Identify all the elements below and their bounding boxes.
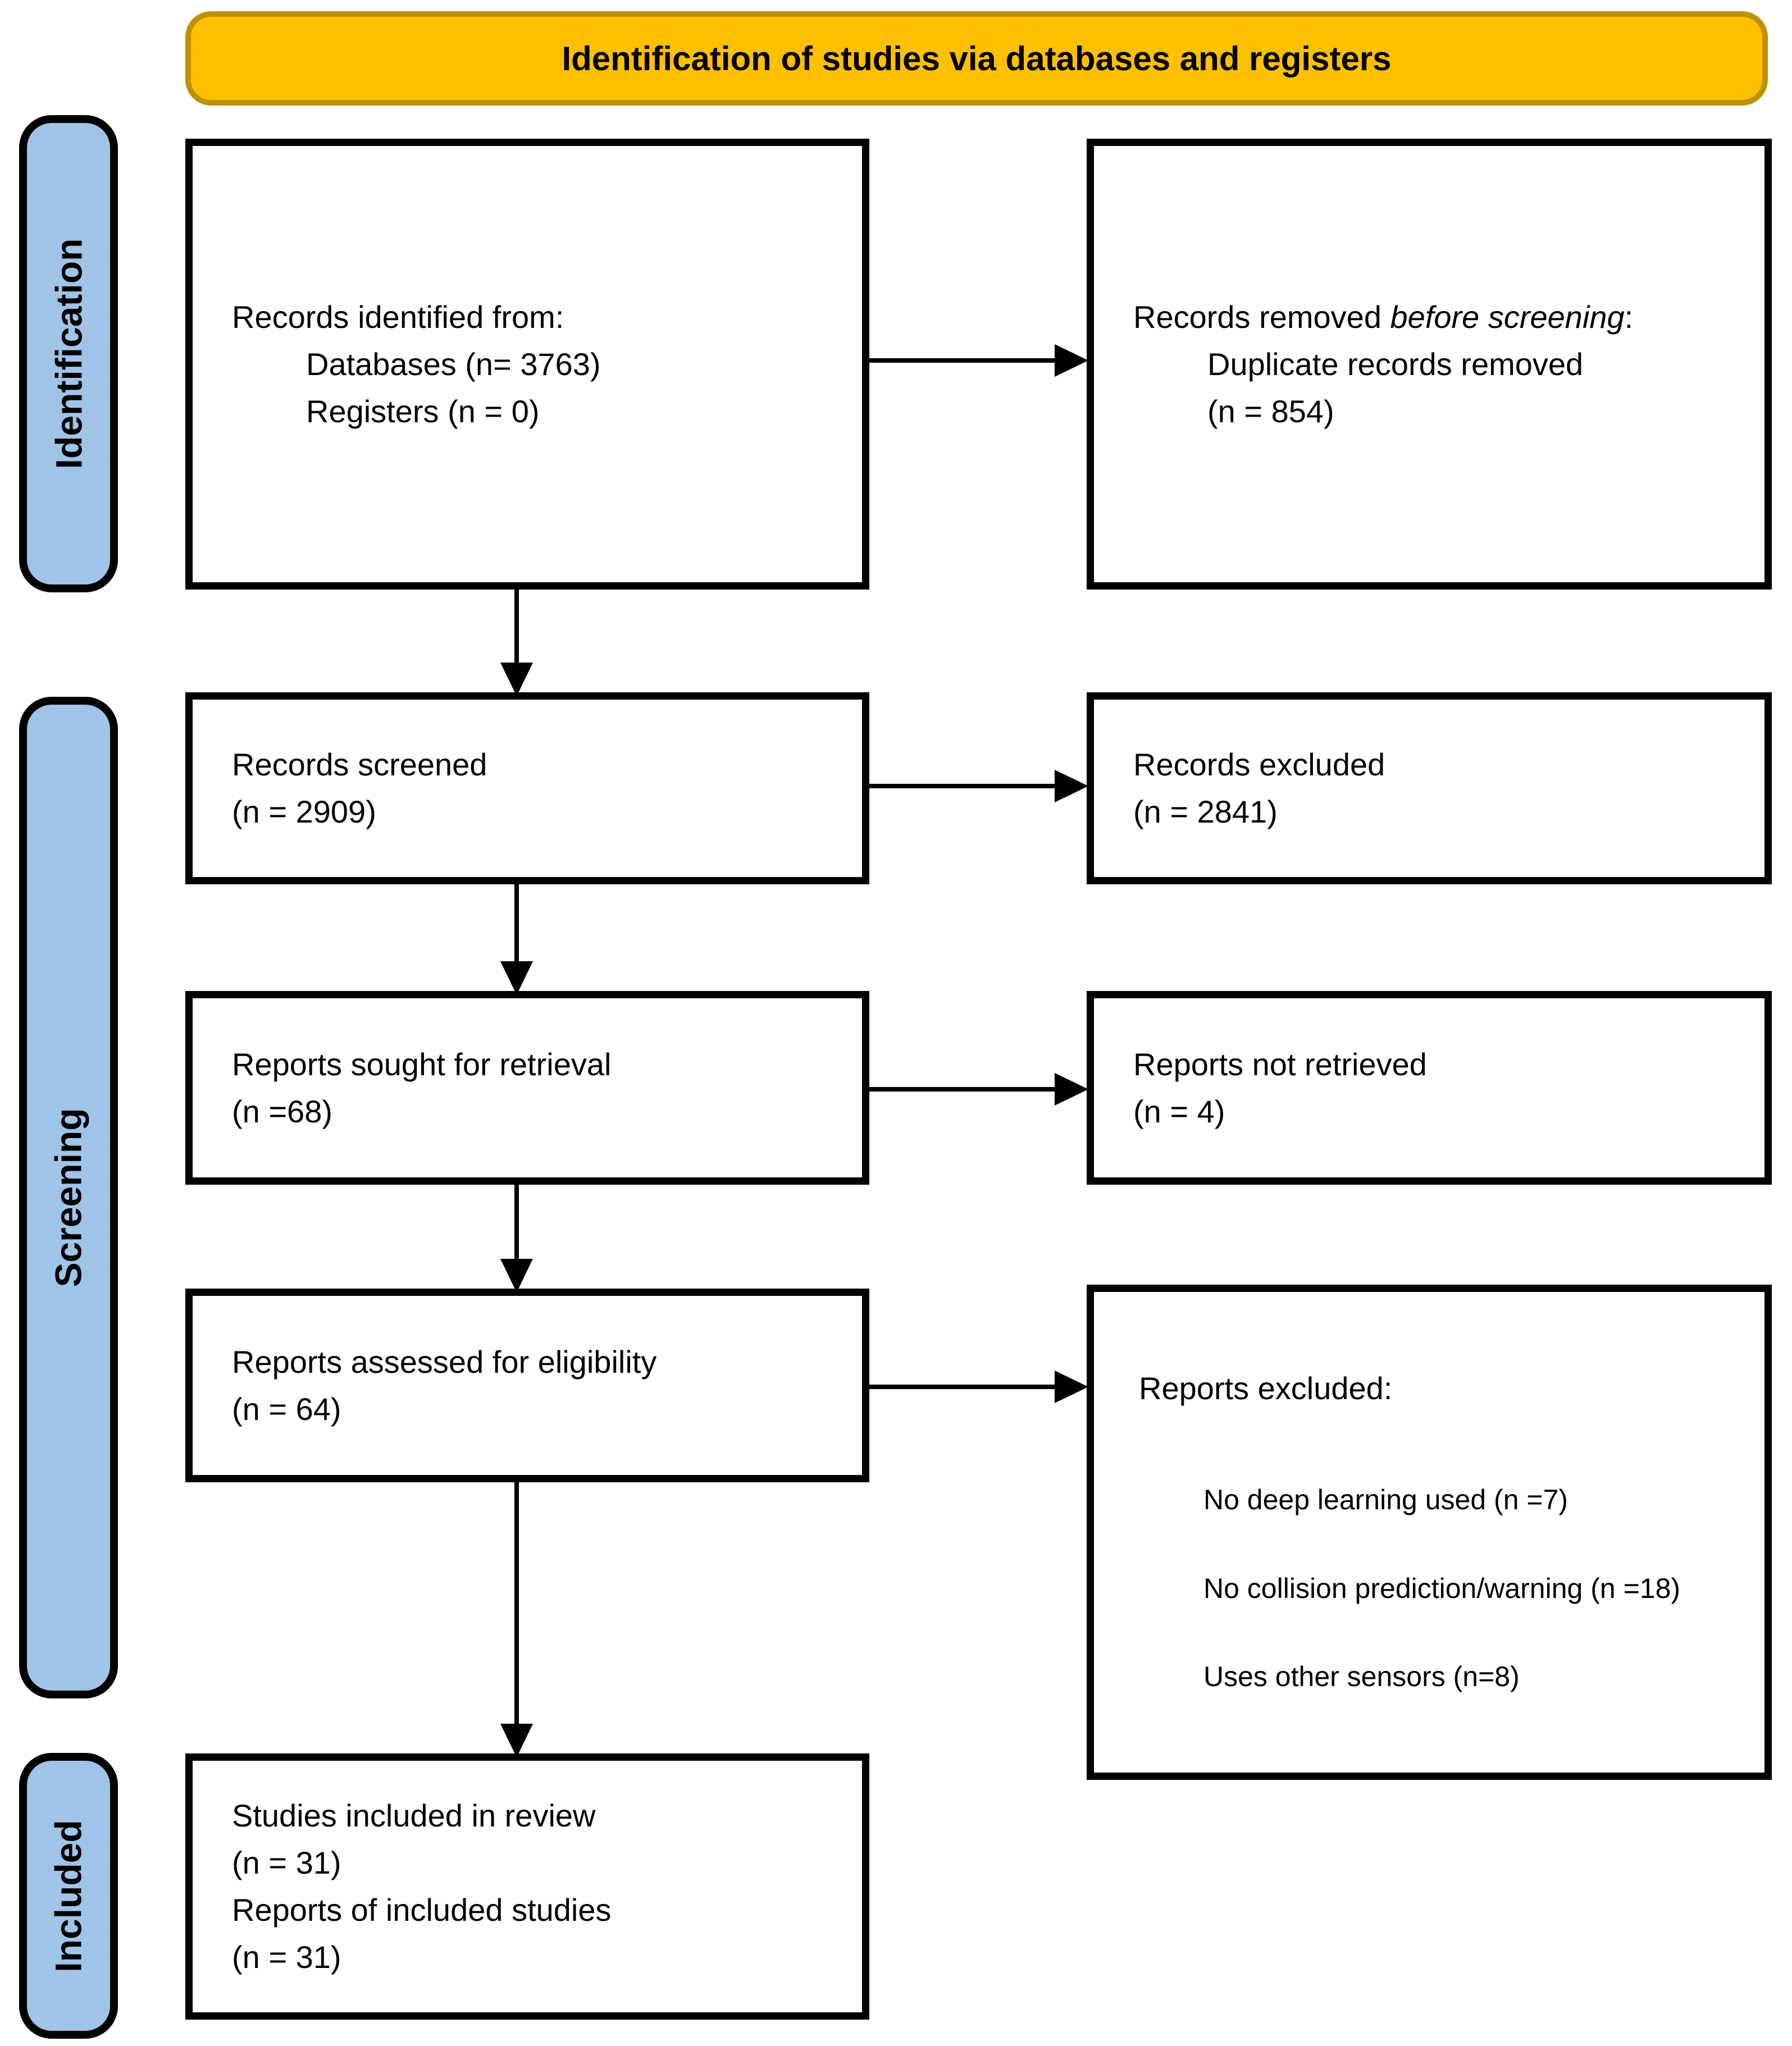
records-identified-registers: Registers (n = 0) [306, 393, 540, 429]
box-records-excluded: Records excluded (n = 2841) [1087, 692, 1772, 884]
box-records-screened: Records screened (n = 2909) [185, 692, 869, 884]
box-reports-excluded-reasons: Reports excluded: No deep learning used … [1087, 1285, 1772, 1780]
records-screened-line1: Records screened [232, 747, 487, 782]
records-removed-title-prefix: Records removed [1133, 299, 1390, 335]
box-records-identified: Records identified from: Databases (n= 3… [185, 139, 869, 590]
records-excluded-line2: (n = 2841) [1133, 794, 1278, 829]
banner-title: Identification of studies via databases … [562, 39, 1392, 77]
duplicate-records-count: (n = 854) [1207, 393, 1334, 429]
arrow-screened-to-excluded [869, 770, 1088, 802]
arrow-assessed-to-reports-excluded [869, 1371, 1088, 1403]
reports-sought-line1: Reports sought for retrieval [232, 1046, 612, 1082]
reason-other-sensors: Uses other sensors (n=8) [1203, 1661, 1520, 1692]
duplicate-records-removed: Duplicate records removed [1207, 346, 1584, 382]
arrow-assessed-to-included [500, 1482, 533, 1757]
records-identified-databases: Databases (n= 3763) [306, 346, 601, 382]
studies-included-line4: (n = 31) [232, 1939, 341, 1975]
arrow-screened-to-sought [500, 884, 533, 995]
stage-screening-label: Screening [48, 1108, 90, 1287]
studies-included-line2: (n = 31) [232, 1845, 341, 1880]
box-studies-included: Studies included in review (n = 31) Repo… [185, 1753, 869, 2020]
arrow-sought-to-not-retrieved [869, 1073, 1088, 1106]
reports-sought-line2: (n =68) [232, 1093, 332, 1129]
banner-identification-of-studies: Identification of studies via databases … [185, 11, 1768, 106]
stage-identification: Identification [19, 115, 118, 592]
records-removed-title-italic: before screening [1390, 299, 1625, 335]
arrow-sought-to-assessed [500, 1185, 533, 1293]
reason-no-collision-prediction: No collision prediction/warning (n =18) [1203, 1572, 1681, 1604]
reports-assessed-line1: Reports assessed for eligibility [232, 1344, 657, 1380]
reports-assessed-line2: (n = 64) [232, 1391, 341, 1427]
box-reports-not-retrieved: Reports not retrieved (n = 4) [1087, 991, 1772, 1185]
stage-included: Included [19, 1753, 118, 2039]
records-identified-title: Records identified from: [232, 299, 564, 335]
box-records-removed: Records removed before screening: Duplic… [1087, 139, 1772, 590]
box-reports-sought: Reports sought for retrieval (n =68) [185, 991, 869, 1185]
records-removed-title: Records removed before screening: [1133, 294, 1639, 341]
reports-not-retrieved-line2: (n = 4) [1133, 1093, 1225, 1129]
box-reports-assessed: Reports assessed for eligibility (n = 64… [185, 1289, 869, 1482]
records-screened-line2: (n = 2909) [232, 794, 376, 829]
arrow-identified-to-removed [869, 344, 1088, 377]
arrow-identified-to-screened [500, 590, 533, 696]
stage-included-label: Included [48, 1819, 90, 1972]
reports-not-retrieved-line1: Reports not retrieved [1133, 1046, 1427, 1082]
reports-excluded-reason-list: No deep learning used (n =7) No collisio… [1139, 1479, 1742, 1697]
stage-identification-label: Identification [48, 238, 90, 469]
stage-screening: Screening [19, 697, 118, 1698]
records-excluded-line1: Records excluded [1133, 747, 1385, 782]
studies-included-line3: Reports of included studies [232, 1892, 612, 1928]
records-removed-title-suffix: : [1624, 299, 1634, 335]
reports-excluded-title: Reports excluded: [1139, 1371, 1393, 1406]
reason-no-deep-learning: No deep learning used (n =7) [1203, 1484, 1568, 1515]
studies-included-line1: Studies included in review [232, 1798, 596, 1833]
